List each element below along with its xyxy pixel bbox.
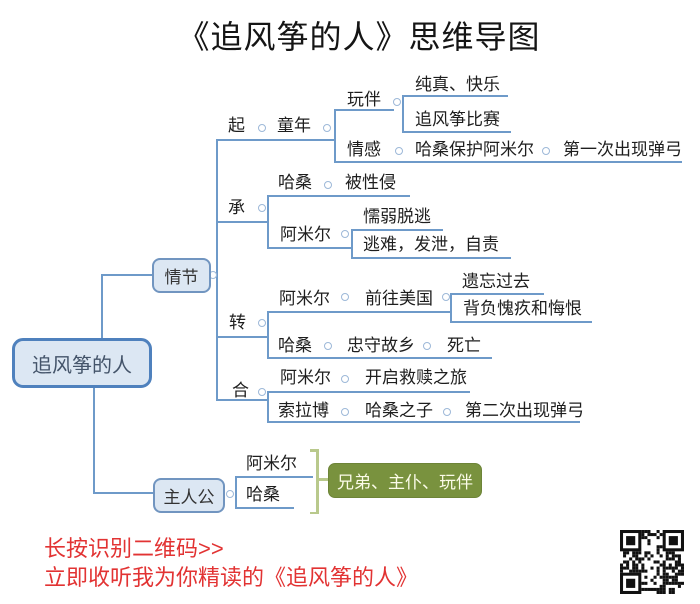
connector-line (101, 274, 103, 339)
collapse-dot (341, 408, 349, 416)
connector-line (450, 321, 592, 323)
connector-line (216, 139, 334, 141)
collapse-dot (393, 98, 401, 106)
collapse-dot (258, 124, 266, 132)
node-innocence: 纯真、快乐 (415, 75, 500, 94)
node-hassan-protects: 哈桑保护阿米尔 (415, 140, 534, 159)
branch-node-protagonist: 主人公 (153, 478, 225, 513)
node-emotion: 情感 (347, 140, 381, 159)
node-cowardly-escape: 懦弱脱逃 (363, 207, 431, 226)
branch-node-plot: 情节 (152, 258, 211, 293)
connector-line (402, 131, 511, 133)
connector-line (334, 161, 682, 163)
connector-line (267, 195, 410, 197)
node-forget-past: 遗忘过去 (462, 272, 530, 291)
node-carry-guilt: 背负愧疚和悔恨 (463, 299, 582, 318)
node-amir-3: 阿米尔 (280, 368, 331, 387)
node-zhuan: 转 (229, 313, 246, 332)
connector-line (216, 399, 268, 401)
node-hassans-son: 哈桑之子 (365, 401, 433, 420)
node-playmates: 玩伴 (347, 90, 381, 109)
node-death: 死亡 (447, 336, 481, 355)
connector-line (235, 476, 237, 509)
connector-line (93, 492, 154, 494)
collapse-dot (324, 342, 332, 350)
node-redemption-journey: 开启救赎之旅 (365, 368, 467, 387)
collapse-dot (341, 293, 349, 301)
connector-line (402, 95, 508, 97)
connector-line (267, 247, 351, 249)
connector-line (216, 221, 268, 223)
collapse-dot (423, 342, 431, 350)
collapse-dot (442, 293, 450, 301)
collapse-dot (341, 230, 349, 238)
root-node: 追风筝的人 (12, 338, 152, 388)
node-stay-hometown: 忠守故乡 (347, 336, 415, 355)
footer-line2: 立即收听我为你精读的《追风筝的人》 (44, 565, 419, 590)
relation-node: 兄弟、主仆、玩伴 (328, 463, 482, 498)
connector-line (267, 391, 269, 423)
collapse-dot (324, 181, 332, 189)
node-he: 合 (232, 381, 249, 400)
collapse-dot (258, 388, 266, 396)
connector-line (216, 139, 218, 401)
node-go-america: 前往美国 (365, 289, 433, 308)
node-amir-4: 阿米尔 (246, 454, 297, 473)
collapse-dot (542, 147, 550, 155)
collapse-dot (258, 204, 266, 212)
connector-line (351, 257, 511, 259)
footer-line1: 长按识别二维码>> (44, 536, 224, 561)
node-childhood: 童年 (277, 116, 311, 135)
connector-line (267, 311, 450, 313)
connector-line (351, 229, 443, 231)
node-hassan-2: 哈桑 (278, 336, 312, 355)
connector-line (450, 293, 544, 295)
connector-line (267, 391, 470, 393)
page-title: 《追风筝的人》思维导图 (177, 19, 541, 55)
group-bracket-tip (310, 511, 318, 514)
node-amir-1: 阿米尔 (280, 225, 331, 244)
connector-line (402, 95, 404, 133)
node-first-slingshot: 第一次出现弹弓 (563, 140, 682, 159)
connector-line (267, 311, 269, 359)
node-hassan-1: 哈桑 (278, 173, 312, 192)
connector-line (334, 109, 336, 163)
connector-line (101, 274, 153, 276)
node-assaulted: 被性侵 (345, 173, 396, 192)
node-qi: 起 (228, 116, 245, 135)
node-kite-contest: 追风筝比赛 (415, 110, 500, 129)
node-sohrab: 索拉博 (278, 401, 329, 420)
collapse-dot (226, 490, 234, 498)
connector-line (267, 421, 580, 423)
qr-code[interactable] (620, 530, 684, 594)
connector-line (351, 229, 353, 259)
collapse-dot (323, 124, 331, 132)
node-amir-2: 阿米尔 (279, 289, 330, 308)
node-flee-vent-guilt: 逃难，发泄，自责 (363, 235, 499, 254)
connector-line (267, 195, 269, 249)
connector-line (235, 507, 294, 509)
connector-line (267, 357, 492, 359)
connector-line (450, 293, 452, 323)
collapse-dot (258, 319, 266, 327)
node-cheng: 承 (228, 198, 245, 217)
connector-line (235, 476, 313, 478)
group-bracket-tick (316, 478, 328, 481)
node-second-slingshot: 第二次出现弹弓 (465, 401, 584, 420)
collapse-dot (395, 147, 403, 155)
connector-line (216, 336, 268, 338)
connector-line (334, 109, 394, 111)
collapse-dot (341, 375, 349, 383)
connector-line (93, 388, 95, 494)
collapse-dot (443, 408, 451, 416)
node-hassan-3: 哈桑 (246, 485, 280, 504)
group-bracket (316, 449, 319, 514)
group-bracket-tip (310, 449, 318, 452)
